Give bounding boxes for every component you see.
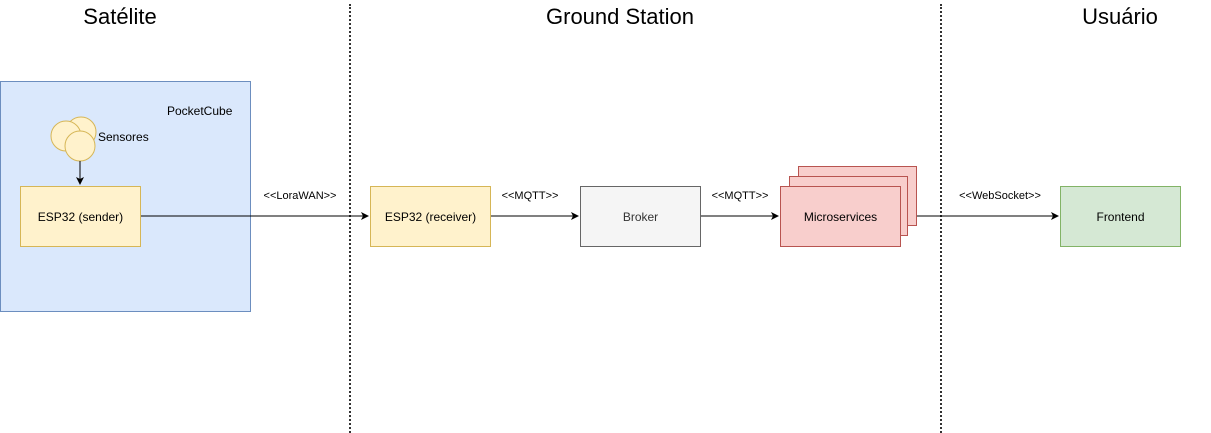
edge-label-websocket: <<WebSocket>> xyxy=(958,190,1042,202)
pocketcube-label: PocketCube xyxy=(167,104,233,118)
section-title-satellite: Satélite xyxy=(83,4,157,29)
sensors-icon xyxy=(50,116,97,162)
divider-ground-user xyxy=(940,4,942,433)
section-title-ground-station: Ground Station xyxy=(546,4,694,29)
sensors-label: Sensores xyxy=(98,130,149,144)
esp32-sender-node[interactable]: ESP32 (sender) xyxy=(20,186,141,247)
edge-label-mqtt-1: <<MQTT>> xyxy=(500,190,560,202)
esp32-receiver-node[interactable]: ESP32 (receiver) xyxy=(370,186,491,247)
frontend-node[interactable]: Frontend xyxy=(1060,186,1181,247)
esp32-sender-label: ESP32 (sender) xyxy=(37,209,124,224)
esp32-receiver-label: ESP32 (receiver) xyxy=(384,209,477,224)
broker-node[interactable]: Broker xyxy=(580,186,701,247)
edge-label-mqtt-2: <<MQTT>> xyxy=(710,190,770,202)
microservices-node[interactable]: Microservices xyxy=(780,186,901,247)
divider-satellite-ground xyxy=(349,4,351,433)
edge-label-lorawan: <<LoraWAN>> xyxy=(262,190,338,202)
broker-label: Broker xyxy=(622,209,659,224)
section-title-user: Usuário xyxy=(1082,4,1158,29)
frontend-label: Frontend xyxy=(1096,209,1145,224)
microservices-label: Microservices xyxy=(803,209,878,224)
